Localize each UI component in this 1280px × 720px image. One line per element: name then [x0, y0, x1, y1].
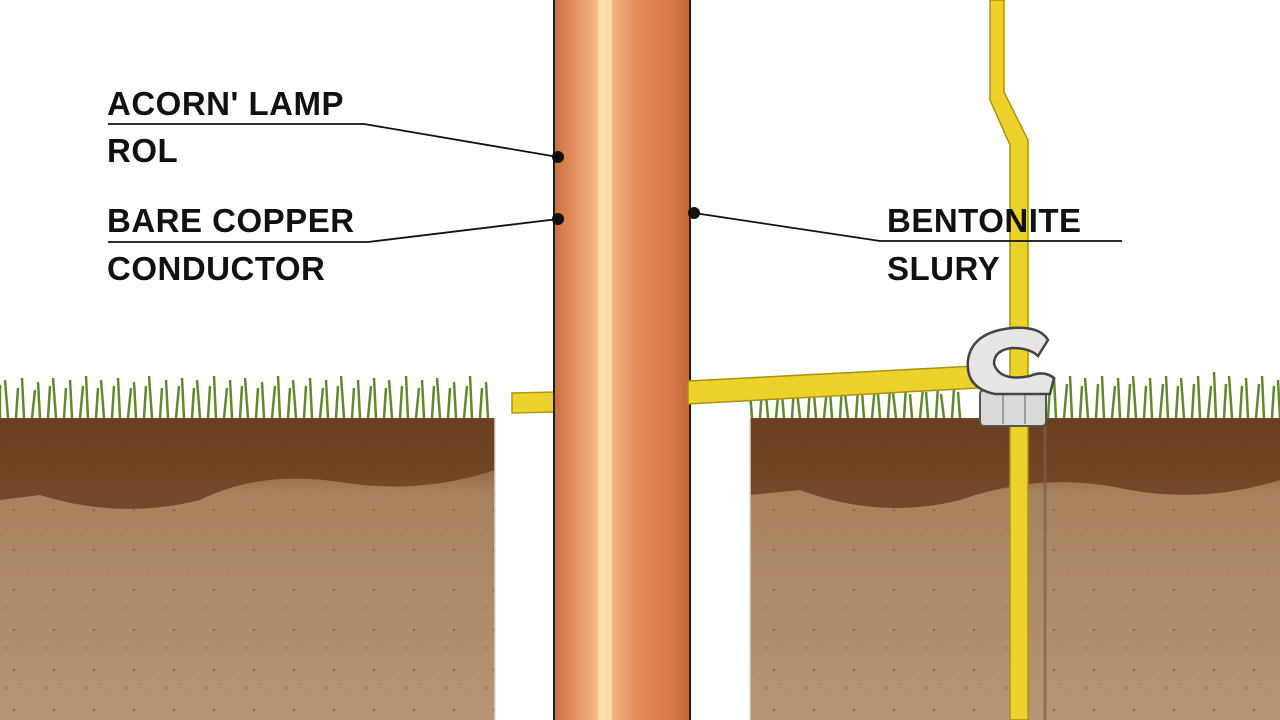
leader-acorn-lamp-rol — [108, 123, 559, 158]
label-acorn-lamp-line1: ACORN' LAMP — [107, 85, 344, 122]
label-acorn-lamp-line2: ROL — [107, 132, 179, 169]
bare-copper-conductor-vertical — [989, 0, 1029, 720]
label-bentonite-line1: BENTONITE — [887, 202, 1082, 239]
leader-dot-copper — [552, 213, 564, 225]
leader-lines — [108, 123, 1122, 243]
bare-copper-conductor-horizontal — [687, 365, 978, 405]
label-bare-copper-line2: CONDUCTOR — [107, 250, 326, 287]
grass-left — [0, 375, 490, 419]
leader-bentonite-slury — [693, 212, 1122, 242]
leader-bare-copper-conductor — [108, 218, 559, 243]
conductor-stub-left — [511, 391, 556, 414]
label-bare-copper-line1: BARE COPPER — [107, 202, 355, 239]
grass-right — [748, 371, 1280, 419]
leader-dot-bentonite — [688, 207, 700, 219]
label-bentonite-line2: SLURY — [887, 250, 1001, 287]
acorn-clamp-icon — [966, 326, 1056, 427]
leader-dot-acorn — [552, 151, 564, 163]
copper-ground-rod — [553, 0, 691, 720]
soil-left — [0, 418, 495, 720]
